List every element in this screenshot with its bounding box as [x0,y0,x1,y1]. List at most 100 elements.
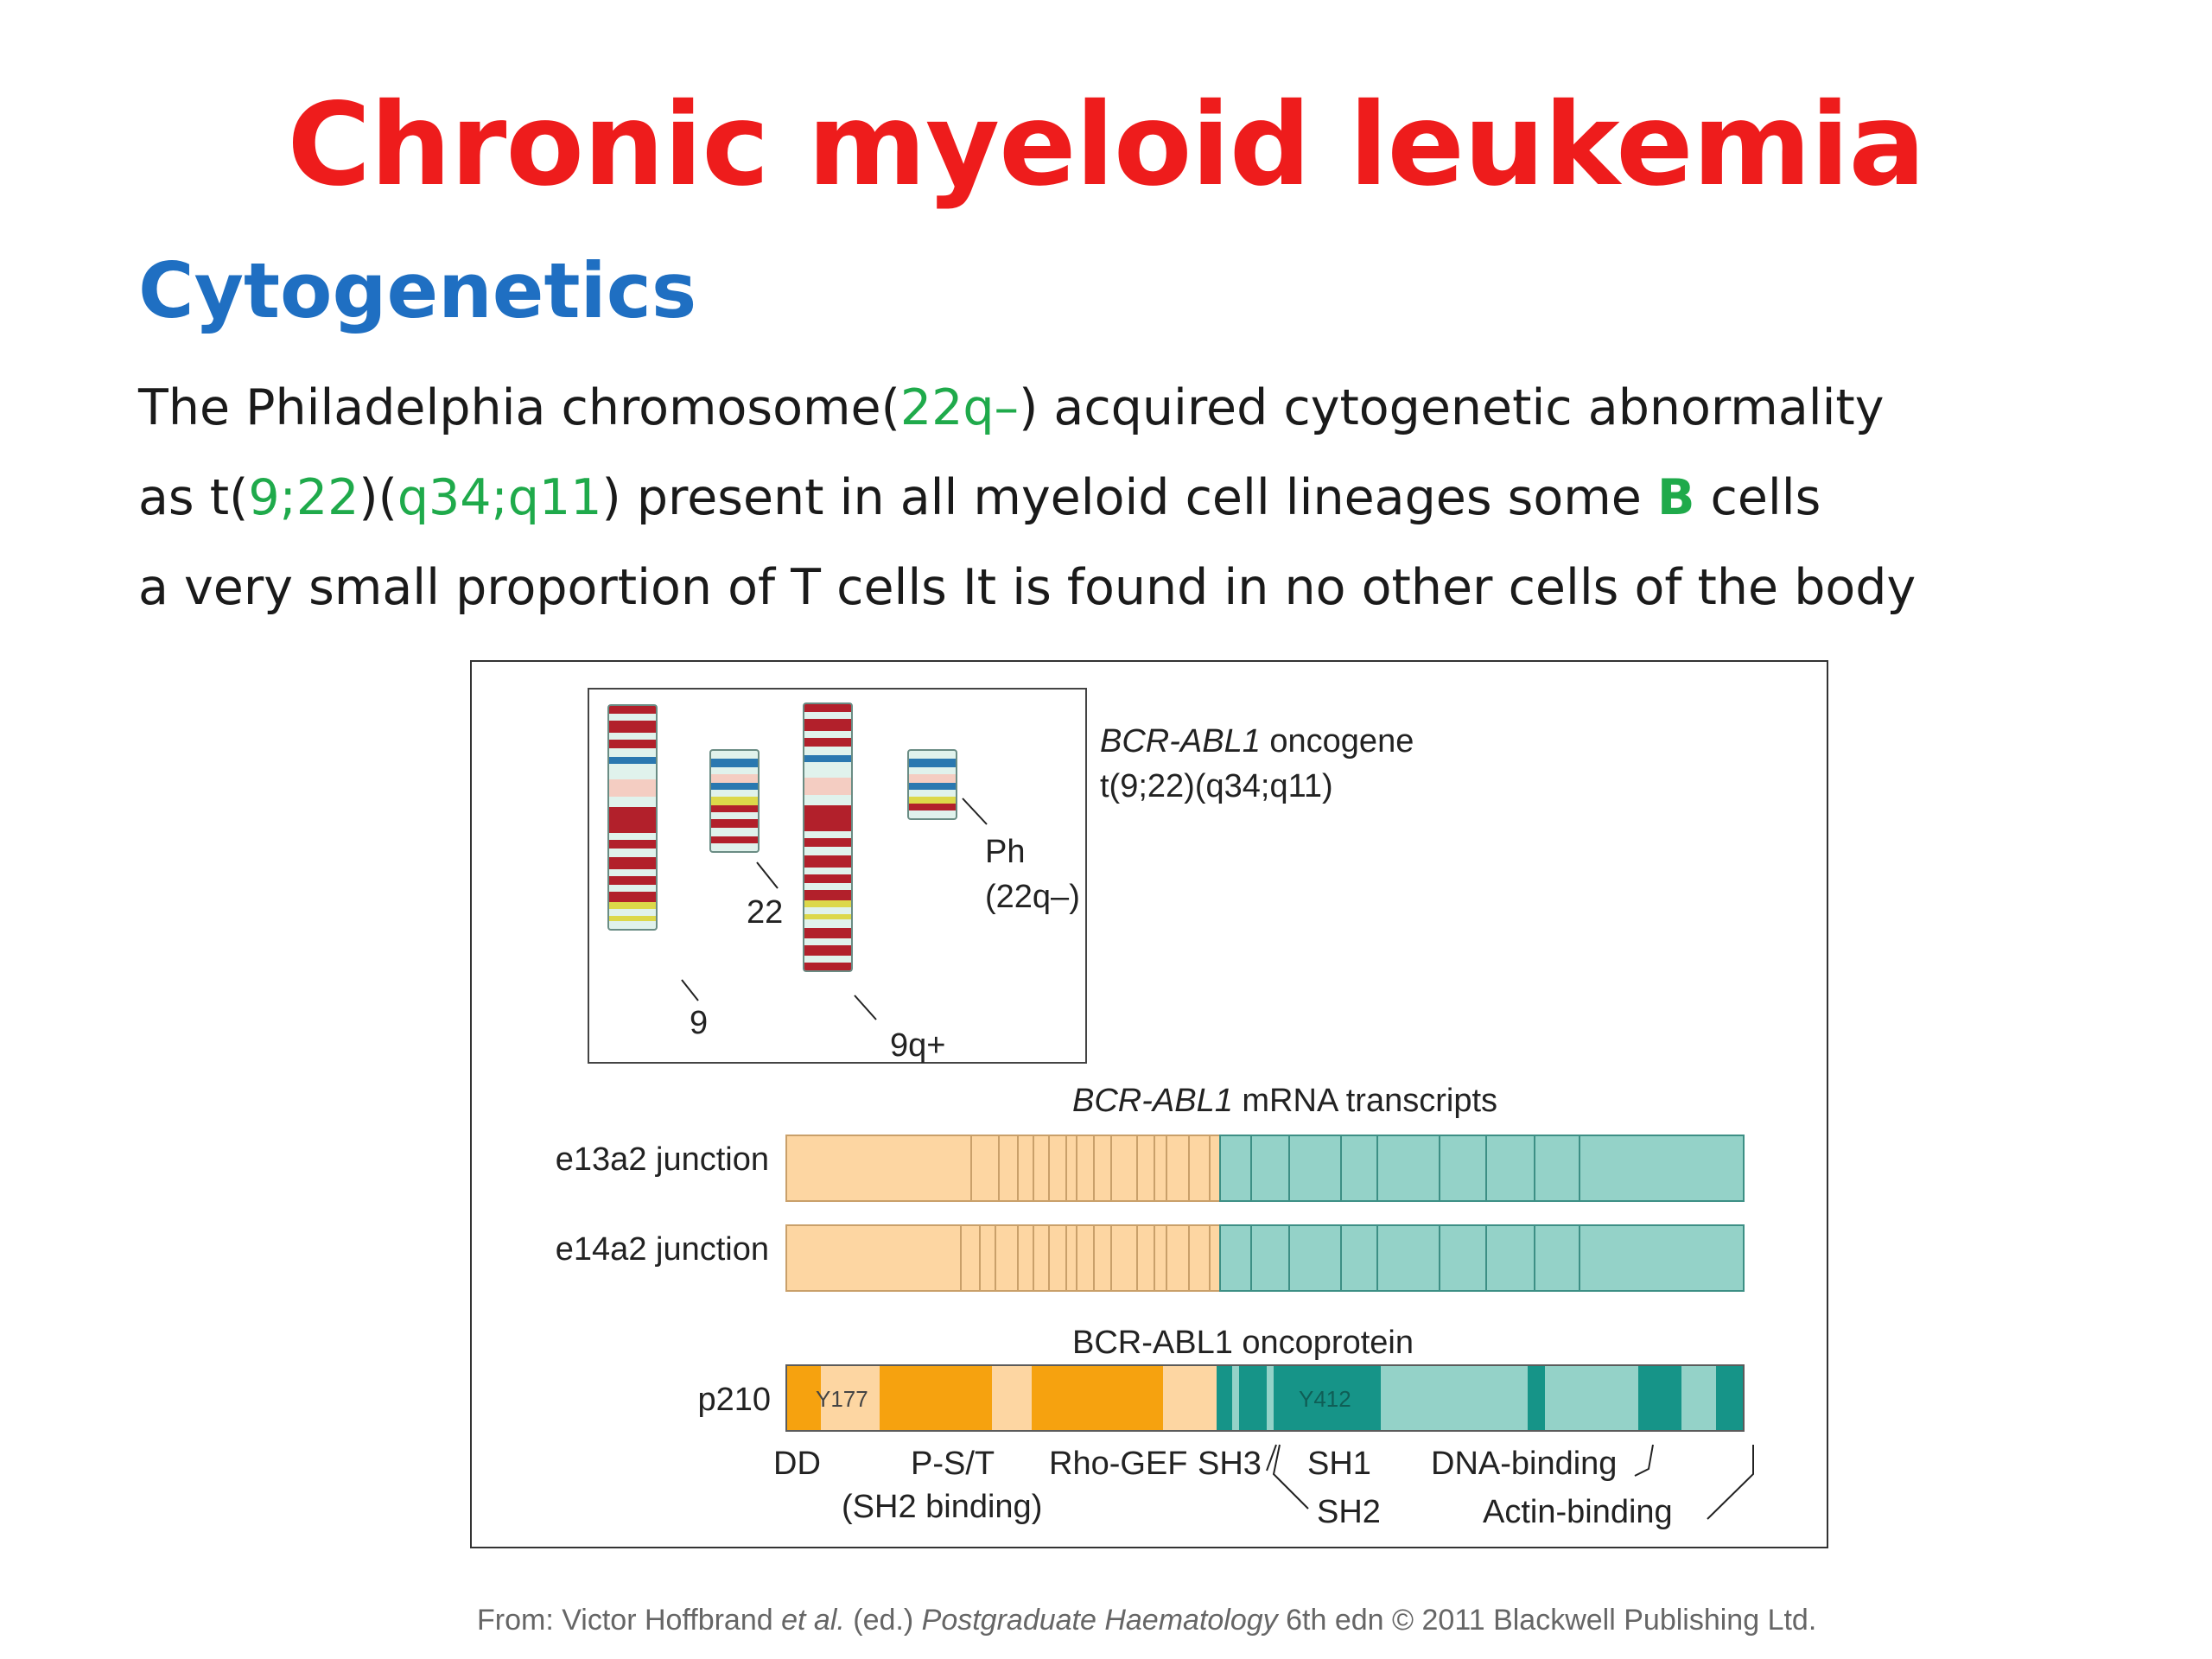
chromosome-band [804,805,852,831]
chromosome-band [804,945,852,956]
chromosome-band [608,833,657,840]
figure-frame: 9 22 9q+ Ph (22q–) BCR-ABL1 oncogene t(9… [470,660,1828,1548]
source-edition: 6th edn © 2011 Blackwell Publishing Ltd. [1277,1604,1817,1637]
body-line-1: The Philadelphia chromosome(22q–) acquir… [138,373,1885,442]
chromosome-band [710,767,759,774]
label-sh1: SH1 [1307,1446,1371,1482]
label-e14a2: e14a2 junction [556,1231,769,1268]
slide-subtitle: Cytogenetics [138,246,697,335]
chromosome-band [608,869,657,876]
bcr-segment [785,1224,1221,1292]
chromosome-band [804,831,852,838]
source-ed: (ed.) [844,1604,922,1637]
label-p210: p210 [697,1382,771,1418]
chromosome-band [608,921,657,930]
chromosome-9 [607,704,658,931]
chromosome-band [804,914,852,919]
source-et-al: et al. [781,1604,845,1637]
protein-domain [1681,1365,1716,1431]
chromosome-band [804,778,852,795]
chromosome-outline [907,749,957,820]
chromosome-band [804,719,852,731]
protein-domain [1232,1365,1239,1431]
translocation-bands: q34;q11 [397,469,602,526]
chromosome-band [710,759,759,767]
protein-domain [1267,1365,1274,1431]
label-chr-22: 22 [747,894,783,931]
chromosome-band [804,838,852,847]
bcr-abl1-diagram: 9 22 9q+ Ph (22q–) BCR-ABL1 oncogene t(9… [556,688,1754,1530]
chromosome-band [908,804,957,810]
leader-sh2 [1272,1444,1309,1510]
oncoprotein-title: BCR-ABL1 oncoprotein [1072,1325,1414,1361]
body-line-2-paren: )( [359,469,397,526]
chromosome-band [608,902,657,909]
chromosome-band [804,755,852,762]
label-sh2-binding: (SH2 binding) [842,1489,1042,1525]
protein-domain [1716,1365,1744,1431]
protein-domain [1032,1365,1163,1431]
protein-domain [1239,1365,1267,1431]
e14a2-transcript-bar [785,1224,1745,1292]
chromosome-band [608,885,657,892]
body-line-1-text: The Philadelphia chromosome( [138,379,900,436]
chromosome-band [710,797,759,805]
protein-domain [992,1365,1032,1431]
protein-outline [785,1364,1745,1432]
protein-domain [1381,1365,1528,1431]
source-citation: From: Victor Hoffbrand et al. (ed.) Post… [477,1604,1816,1637]
mrna-title: BCR-ABL1 mRNA transcripts [1072,1083,1497,1119]
chromosome-9q-plus [803,702,853,972]
chromosome-band [608,757,657,764]
chromosome-band [608,740,657,748]
chromosome-band [710,812,759,819]
protein-domain [1638,1365,1681,1431]
chromosome-band [804,795,852,805]
source-book: Postgraduate Haematology [921,1604,1278,1637]
body-line-1-text-end: ) acquired cytogenetic abnormality [1019,379,1885,436]
label-sh3: SH3 [1198,1446,1262,1482]
source-author: From: Victor Hoffbrand [477,1604,782,1637]
chromosome-band [804,874,852,883]
chromosome-band [804,938,852,945]
chromosome-band [608,840,657,849]
label-e13a2: e13a2 junction [556,1141,769,1178]
translocation-label: t(9;22)(q34;q11) [1100,768,1333,804]
mrna-title-rest: mRNA transcripts [1233,1083,1497,1119]
label-chr-9: 9 [690,1005,708,1041]
chromosome-band [608,857,657,869]
chromosome-band [908,759,957,767]
chromosome-band [608,714,657,721]
chromosome-band [804,963,852,971]
philadelphia-chromosome [907,749,957,820]
pointer-line-22 [756,861,779,889]
label-y412: Y412 [1299,1386,1351,1412]
chromosome-band [804,890,852,900]
chromosome-band [804,747,852,755]
chromosome-band [804,956,852,963]
label-ph: Ph [985,834,1025,870]
chromosome-band [908,767,957,774]
label-y177: Y177 [816,1386,868,1412]
chromosome-band [608,916,657,921]
b-cells-letter: B [1656,469,1695,526]
label-rho-gef: Rho-GEF [1049,1446,1187,1482]
label-sh2: SH2 [1317,1494,1381,1530]
chromosome-band [608,909,657,916]
body-line-2-text-end: cells [1694,469,1821,526]
chromosome-band [804,712,852,719]
slide-title: Chronic myeloid leukemia [287,79,1925,212]
ph-notation: 22q– [899,379,1020,436]
chromosome-band [710,836,759,843]
protein-domain [1163,1365,1217,1431]
chromosome-outline [803,702,853,972]
leader-dna-binding [1634,1444,1654,1477]
pointer-line-9 [681,979,699,1001]
body-line-3: a very small proportion of T cells It is… [138,559,1916,616]
chromosome-band [608,764,657,779]
chromosome-band [608,876,657,885]
label-chr-9q: 9q+ [890,1027,945,1064]
e13a2-transcript-bar [785,1135,1745,1202]
chromosome-band [804,868,852,874]
chromosome-band [608,797,657,807]
